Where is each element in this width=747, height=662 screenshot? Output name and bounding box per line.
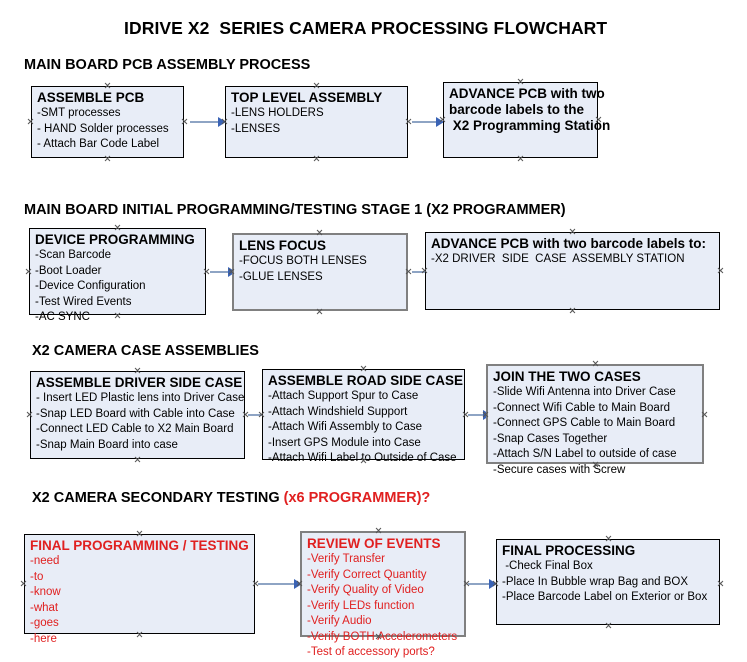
node-line: -Connect Wifi Cable to Main Board <box>493 401 671 414</box>
node-line: -Snap Cases Together <box>493 432 608 445</box>
node-line: - Insert LED Plastic lens into Driver Ca… <box>36 392 245 404</box>
node-line: -Scan Barcode <box>35 249 112 261</box>
node-line: -Place In Bubble wrap Bag and BOX <box>502 575 689 588</box>
node-line: -know <box>30 586 61 598</box>
node-line: -Verify Quality of Video <box>307 584 424 596</box>
node-title: ASSEMBLE ROAD SIDE CASE <box>268 373 464 388</box>
node-line: -Connect GPS Cable to Main Board <box>493 417 676 429</box>
node-line: -Device Configuration <box>35 280 146 292</box>
node-line-overflow: -Test of accessory ports? <box>307 646 435 658</box>
connector-shaft <box>210 271 229 273</box>
node-line: -Verify Audio <box>307 615 372 627</box>
node-line: -Slide Wifi Antenna into Driver Case <box>493 386 676 398</box>
node-line: -FOCUS BOTH LENSES <box>239 255 367 267</box>
node-title: ADVANCE PCB with two barcode labels to: <box>431 236 707 251</box>
connector-shaft <box>468 583 490 585</box>
connector-shaft <box>258 583 295 585</box>
node-line: -need <box>30 555 60 567</box>
node-title: ADVANCE PCB with two <box>449 86 605 101</box>
node-line: -goes <box>30 617 59 629</box>
section-heading-main-board-pcb-assembly: MAIN BOARD PCB ASSEMBLY PROCESS <box>24 57 311 73</box>
section-heading-x2-camera-case-assemblies: X2 CAMERA CASE ASSEMBLIES <box>32 343 259 359</box>
node-line: -SMT processes <box>37 107 121 119</box>
node-top-level-assembly[interactable]: TOP LEVEL ASSEMBLY -LENS HOLDERS -LENSES <box>225 86 408 158</box>
node-line: -Verify Correct Quantity <box>307 568 427 581</box>
node-title: FINAL PROCESSING <box>502 543 636 558</box>
node-line: -Attach Wifi Label to Outside of Case <box>268 452 457 464</box>
node-line: -Verify BOTH Accelerometers <box>307 630 458 643</box>
node-assemble-road-side-case[interactable]: ASSEMBLE ROAD SIDE CASE -Attach Support … <box>262 369 465 464</box>
node-line: -Attach Support Spur to Case <box>268 390 419 402</box>
node-line: -Connect LED Cable to X2 Main Board <box>36 423 234 435</box>
connector-shaft <box>412 121 437 123</box>
connector-final-programming-to-review-of-events <box>258 578 302 589</box>
section-heading-text: X2 CAMERA SECONDARY TESTING <box>32 490 284 506</box>
node-line: -Secure cases with Screw <box>493 463 626 476</box>
node-line: -LENSES <box>231 122 281 135</box>
node-line: -Place Barcode Label on Exterior or Box <box>502 591 708 603</box>
node-line: -AC SYNC <box>35 311 90 323</box>
node-line: -Insert GPS Module into Case <box>268 436 421 449</box>
node-line: -Check Final Box <box>502 560 593 572</box>
node-line: -X2 DRIVER SIDE CASE ASSEMBLY STATION <box>431 253 685 265</box>
node-line: -Attach Wifi Assembly to Case <box>268 421 423 433</box>
node-title: REVIEW OF EVENTS <box>307 536 441 551</box>
node-final-processing[interactable]: FINAL PROCESSING -Check Final Box -Place… <box>496 539 720 625</box>
node-line: -Snap LED Board with Cable into Case <box>36 407 235 420</box>
node-final-programming-testing[interactable]: FINAL PROGRAMMING / TESTING -need -to -k… <box>24 534 255 645</box>
page-title: IDRIVE X2 SERIES CAMERA PROCESSING FLOWC… <box>124 18 608 38</box>
node-assemble-pcb[interactable]: ASSEMBLE PCB -SMT processes - HAND Solde… <box>31 86 184 158</box>
node-review-of-events[interactable]: REVIEW OF EVENTS -Verify Transfer -Verif… <box>300 531 466 658</box>
node-line: -Test Wired Events <box>35 295 132 308</box>
node-join-the-two-cases[interactable]: JOIN THE TWO CASES -Slide Wifi Antenna i… <box>486 364 704 476</box>
node-advance-pcb-to-x2-programming-station[interactable]: ADVANCE PCB with two barcode labels to t… <box>443 82 611 158</box>
node-advance-pcb-to-driver-side-case-station[interactable]: ADVANCE PCB with two barcode labels to: … <box>425 232 720 310</box>
node-line: -Verify Transfer <box>307 553 385 565</box>
connector-review-of-events-to-final-processing <box>468 578 497 589</box>
node-line: -Boot Loader <box>35 264 102 277</box>
node-title: JOIN THE TWO CASES <box>493 369 641 384</box>
node-lens-focus[interactable]: LENS FOCUS -FOCUS BOTH LENSES -GLUE LENS… <box>232 233 408 311</box>
node-line: -here <box>30 632 57 645</box>
section-heading-x2-camera-secondary-testing: X2 CAMERA SECONDARY TESTING (x6 PROGRAMM… <box>32 490 430 506</box>
node-title-line3: X2 Programming Station <box>449 118 611 133</box>
connector-assemble-pcb-to-top-level-assembly <box>190 116 226 127</box>
node-title: TOP LEVEL ASSEMBLY <box>231 90 383 105</box>
node-assemble-driver-side-case[interactable]: ASSEMBLE DRIVER SIDE CASE - Insert LED P… <box>30 371 245 459</box>
connector-top-level-assembly-to-advance-pcb <box>412 116 444 127</box>
section-heading-accent: (x6 PROGRAMMER)? <box>283 490 431 506</box>
node-line: -what <box>30 601 59 614</box>
node-line: -Attach S/N Label to outside of case <box>493 448 677 460</box>
connector-shaft <box>190 121 219 123</box>
node-line: -LENS HOLDERS <box>231 107 324 119</box>
node-title: ASSEMBLE PCB <box>37 90 145 105</box>
node-line: - HAND Solder processes <box>37 122 169 135</box>
node-line: -Verify LEDs function <box>307 599 415 612</box>
node-line: -to <box>30 570 44 583</box>
node-title: FINAL PROGRAMMING / TESTING <box>30 538 249 553</box>
node-title-line2: barcode labels to the <box>449 102 585 117</box>
node-device-programming[interactable]: DEVICE PROGRAMMING -Scan Barcode -Boot L… <box>29 228 206 323</box>
node-title: DEVICE PROGRAMMING <box>35 232 195 247</box>
connector-shaft <box>468 414 484 416</box>
section-heading-main-board-initial-programming: MAIN BOARD INITIAL PROGRAMMING/TESTING S… <box>24 202 566 218</box>
node-title: ASSEMBLE DRIVER SIDE CASE <box>36 375 243 390</box>
node-line: -GLUE LENSES <box>239 270 323 283</box>
node-line: -Attach Windshield Support <box>268 405 408 418</box>
node-line: -Snap Main Board into case <box>36 438 178 451</box>
node-line: - Attach Bar Code Label <box>37 138 160 150</box>
node-title: LENS FOCUS <box>239 238 327 253</box>
